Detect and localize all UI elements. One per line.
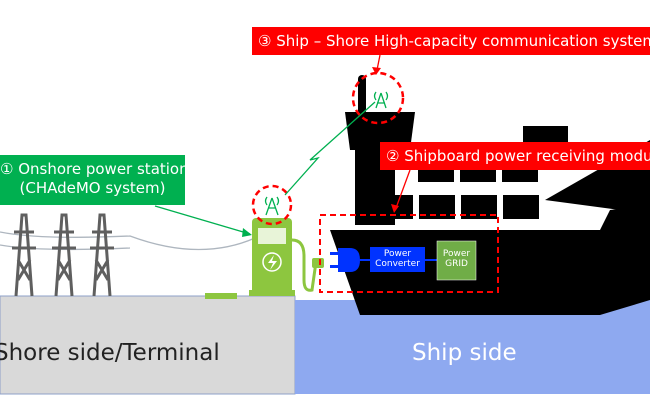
antenna-icon (264, 91, 389, 216)
ship-zone-label: Ship side (412, 340, 517, 366)
ship-icon (330, 75, 650, 315)
converter-label: Power Converter (375, 249, 420, 269)
arrow-shipboard (395, 169, 411, 209)
plug-icon (330, 248, 437, 272)
arrow-communication (376, 54, 381, 71)
antenna-outline-ship (351, 71, 405, 125)
power-lines (0, 231, 256, 251)
transmission-tower-icon (12, 213, 114, 297)
shore-zone-label: Shore side/Terminal (0, 340, 220, 366)
shore-ground (0, 295, 296, 395)
onshore-label: ① Onshore power station (CHAdeMO system) (0, 155, 185, 205)
communication-label: ③ Ship – Shore High-capacity communicati… (252, 27, 650, 55)
shipboard-module-outline (319, 214, 499, 293)
antenna-outline-shore (251, 184, 293, 226)
grid-label: Power GRID (442, 249, 471, 269)
arrow-onshore (154, 205, 251, 235)
water (295, 300, 650, 394)
communication-link (284, 101, 376, 196)
ev-charger-icon (205, 218, 324, 299)
lightning-icon (262, 252, 282, 272)
grid-box (436, 240, 477, 281)
shipboard-label: ② Shipboard power receiving module (380, 142, 650, 170)
converter-box (370, 247, 425, 272)
